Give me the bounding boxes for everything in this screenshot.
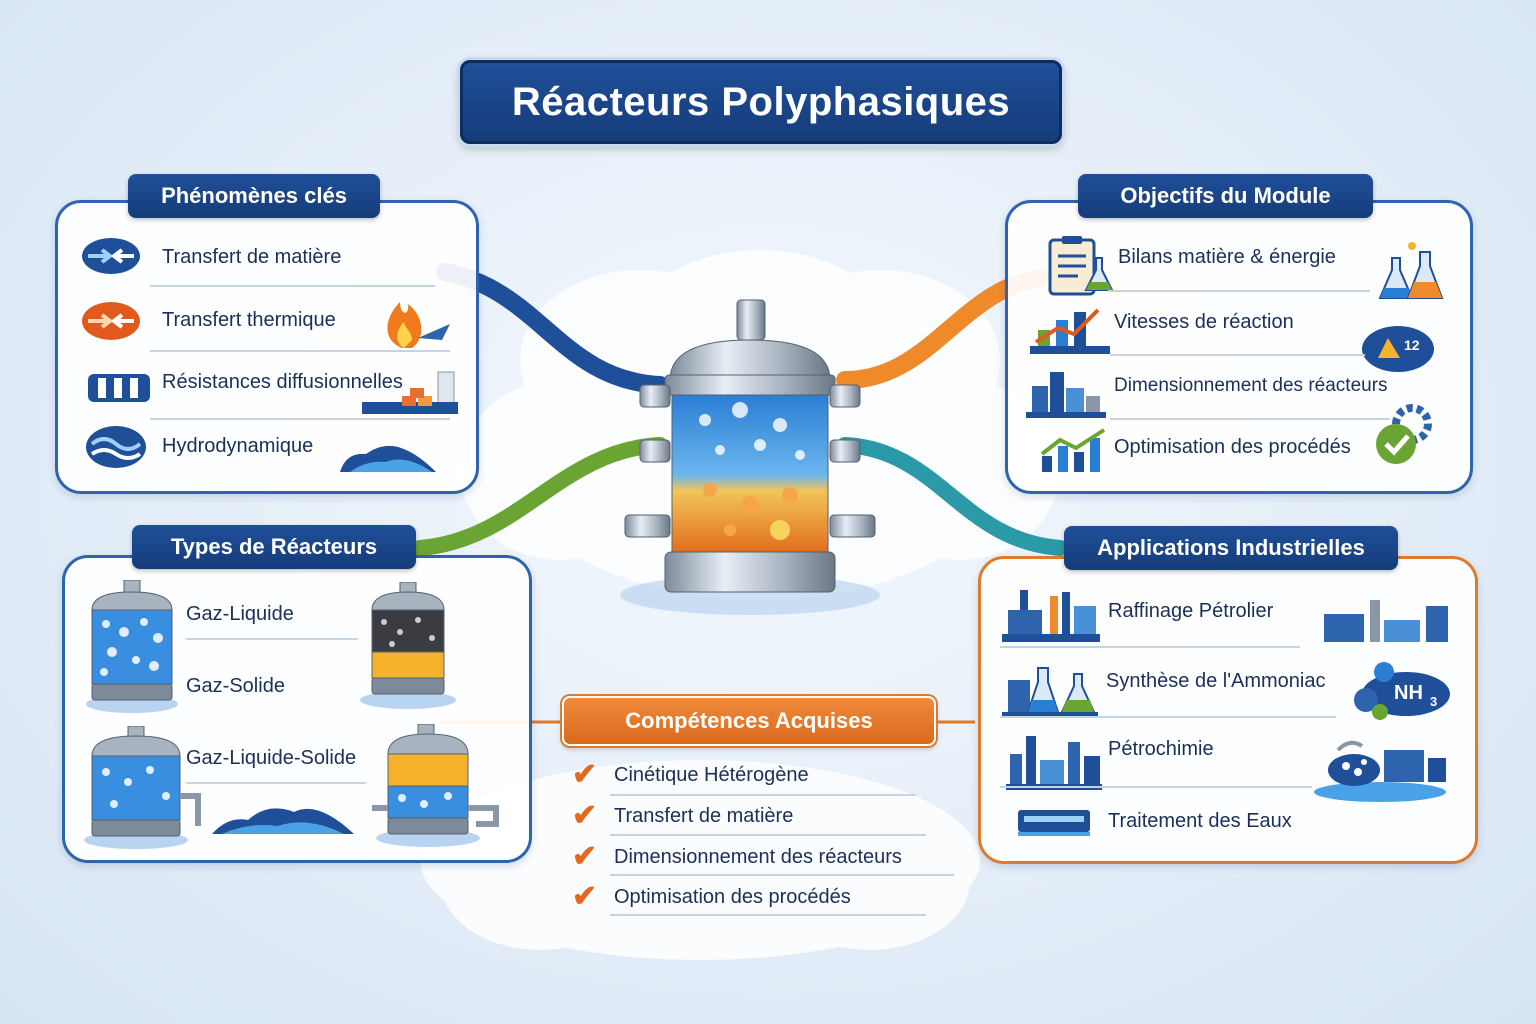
divider [1000,646,1300,648]
refinery-icon [1002,590,1100,642]
gear-check-icon [1376,404,1432,464]
phenomene-label-3: Hydrodynamique [162,435,314,457]
svg-text:12: 12 [1404,337,1420,353]
checkmark-icon: ✔ [572,880,598,913]
type-label-2: Gaz-Liquide-Solide [186,747,357,769]
divider [150,418,450,420]
divider [610,834,926,836]
divider [1110,354,1365,356]
rate-chart-icon [1030,308,1110,354]
petrochemical-icon [1006,736,1102,790]
checkmark-icon: ✔ [572,840,598,873]
water-treatment-icon [1314,740,1446,802]
connector-types [412,437,668,556]
wave-icon [340,445,436,472]
phenomene-label-0: Transfert de matière [162,246,342,268]
objectif-label-3: Optimisation des procédés [1114,436,1351,458]
divider [1108,290,1370,292]
phenomenes-heading: Phénomènes clés [128,174,380,218]
three-phase-reactor-icon [372,724,499,847]
competence-label-0: Cinétique Hétérogène [614,764,809,786]
plant-sizing-icon [1026,372,1106,418]
water-tank-icon [1018,810,1090,836]
mass-transfer-icon [82,238,140,274]
checkmark-icon: ✔ [572,758,598,791]
clipboard-icon [1048,236,1114,296]
page-title: Réacteurs Polyphasiques [460,60,1062,144]
divider [610,874,954,876]
reaction-rate-badge-icon: 12 [1362,326,1434,372]
diffusion-resistance-icon [88,374,150,402]
factory-icon [1324,600,1448,642]
hydrodynamics-icon [86,426,146,468]
competences-heading: Compétences Acquises [562,696,936,746]
objectifs-heading: Objectifs du Module [1078,174,1373,218]
types-heading: Types de Réacteurs [132,525,416,569]
divider [186,782,366,784]
divider [150,350,450,352]
optimization-chart-icon [1040,428,1106,472]
nh3-subscript: 3 [1430,694,1438,709]
divider [1000,716,1336,718]
divider [1110,418,1390,420]
divider [610,914,926,916]
central-reactor-icon [620,299,880,615]
gas-solid-reactor-icon [360,582,456,709]
gas-liquid-solid-reactor-icon [84,726,201,849]
phenomene-label-2: Résistances diffusionnelles [162,371,403,393]
competence-label-3: Optimisation des procédés [614,886,851,908]
divider [610,794,916,796]
particle-bed-icon [362,371,458,414]
ammonia-plant-icon [1002,667,1098,718]
objectif-label-1: Vitesses de réaction [1114,311,1294,333]
application-label-3: Traitement des Eaux [1108,810,1292,832]
divider [186,638,358,640]
application-label-0: Raffinage Pétrolier [1108,600,1274,622]
phenomene-label-1: Transfert thermique [162,309,336,331]
page-title-text: Réacteurs Polyphasiques [511,79,1011,124]
applications-heading: Applications Industrielles [1064,526,1398,570]
objectif-label-0: Bilans matière & énergie [1118,246,1336,268]
gas-liquid-reactor-icon [86,580,178,713]
flame-icon [387,302,450,348]
nh3-molecule-icon: NH 3 [1346,660,1452,722]
heat-transfer-icon [82,302,140,340]
checkmark-icon: ✔ [572,799,598,832]
objectif-label-2: Dimensionnement des réacteurs [1114,375,1388,396]
flasks-icon [1378,242,1444,299]
liquid-wave-icon [212,808,354,834]
connector-applications [837,437,1068,556]
type-label-0: Gaz-Liquide [186,603,294,625]
application-label-2: Pétrochimie [1108,738,1214,760]
divider [1000,786,1312,788]
application-label-1: Synthèse de l'Ammoniac [1106,670,1326,692]
competence-label-2: Dimensionnement des réacteurs [614,846,902,868]
competence-label-1: Transfert de matière [614,805,794,827]
nh3-label: NH [1394,682,1423,704]
type-label-1: Gaz-Solide [186,675,285,697]
divider [150,285,435,287]
